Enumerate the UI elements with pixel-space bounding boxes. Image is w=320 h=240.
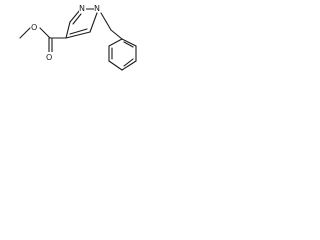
carbonyl-o-bg	[46, 52, 54, 61]
bond-ester-o-methyl	[19, 27, 31, 39]
atom-labels: N N O O	[31, 3, 101, 62]
bond-n1-ch2	[100, 12, 112, 31]
bond-benz-1	[121, 38, 137, 47]
chemical-structure-diagram: N N O O	[19, 3, 137, 71]
bond-c3-n2-double	[72, 13, 82, 25]
carbonyl-o-label: O	[46, 53, 52, 62]
bond-c5-c4-double	[69, 28, 88, 35]
ring-n1-label: N	[94, 4, 100, 13]
bond-c4-c3	[65, 21, 71, 39]
benzyl-group	[100, 12, 123, 40]
benzene-ring	[108, 38, 137, 71]
ring-n2-bg	[79, 3, 86, 12]
pyrazole-ring	[65, 8, 98, 39]
methyl-ester-group	[19, 27, 67, 54]
bond-n1-c5	[89, 12, 98, 33]
ester-o-label: O	[31, 23, 37, 32]
bond-benz-inner-1	[123, 41, 134, 48]
bond-carbonyl-ester-o	[39, 27, 51, 39]
bond-benz-4	[108, 60, 123, 71]
bond-c5-c4	[65, 31, 91, 39]
bond-benz-6	[108, 38, 123, 47]
bond-c3-n2	[69, 9, 81, 23]
ring-n1-bg	[94, 3, 101, 12]
bond-ch2-ipso	[110, 29, 123, 40]
ester-o-bg	[31, 22, 39, 31]
bond-benz-3	[121, 60, 137, 71]
bond-benz-inner-2	[123, 58, 134, 67]
ring-n2-label: N	[79, 4, 85, 13]
